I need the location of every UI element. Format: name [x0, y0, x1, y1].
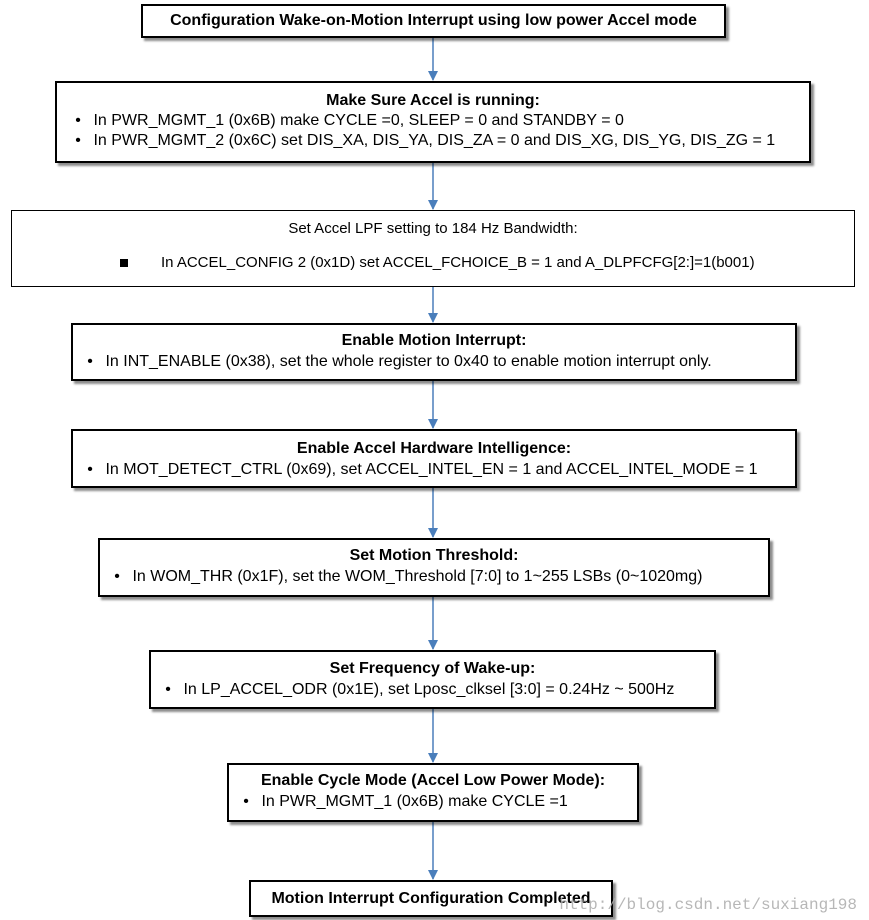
step-start-box: Configuration Wake-on-Motion Interrupt u…: [141, 4, 726, 38]
step-cycle-mode-line-1: • In PWR_MGMT_1 (0x6B) make CYCLE =1: [243, 793, 568, 810]
step-enable-interrupt-line-1: • In INT_ENABLE (0x38), set the whole re…: [87, 353, 712, 370]
step-wakeup-freq-title: Set Frequency of Wake-up:: [329, 660, 536, 677]
step-cycle-mode-title: Enable Cycle Mode (Accel Low Power Mode)…: [260, 772, 606, 789]
step-cycle-mode-box: Enable Cycle Mode (Accel Low Power Mode)…: [227, 763, 639, 822]
step-lpf-title: Set Accel LPF setting to 184 Hz Bandwidt…: [288, 220, 578, 237]
step-wakeup-freq-line-1: • In LP_ACCEL_ODR (0x1E), set Lposc_clks…: [165, 681, 675, 698]
step-hw-intelligence-box: Enable Accel Hardware Intelligence: • In…: [71, 429, 797, 488]
step-enable-interrupt-box: Enable Motion Interrupt: • In INT_ENABLE…: [71, 323, 797, 381]
step-threshold-box: Set Motion Threshold: • In WOM_THR (0x1F…: [98, 538, 770, 597]
step-lpf-box: Set Accel LPF setting to 184 Hz Bandwidt…: [11, 210, 855, 287]
step-accel-running-box: Make Sure Accel is running: • In PWR_MGM…: [55, 81, 811, 163]
step-completed-title: Motion Interrupt Configuration Completed: [271, 890, 591, 907]
step-enable-interrupt-title: Enable Motion Interrupt:: [341, 332, 527, 349]
step-accel-running-line-2: • In PWR_MGMT_2 (0x6C) set DIS_XA, DIS_Y…: [75, 132, 776, 149]
square-bullet-icon: [120, 259, 128, 268]
step-completed-box: Motion Interrupt Configuration Completed: [249, 880, 613, 917]
step-threshold-title: Set Motion Threshold:: [349, 547, 519, 564]
step-accel-running-line-1: • In PWR_MGMT_1 (0x6B) make CYCLE =0, SL…: [75, 112, 624, 129]
step-start-title: Configuration Wake-on-Motion Interrupt u…: [170, 12, 697, 29]
step-lpf-line-1: In ACCEL_CONFIG 2 (0x1D) set ACCEL_FCHOI…: [120, 254, 755, 271]
step-accel-running-title: Make Sure Accel is running:: [326, 92, 540, 109]
step-hw-intelligence-title: Enable Accel Hardware Intelligence:: [296, 440, 572, 457]
watermark: http://blog.csdn.net/suxiang198: [559, 896, 857, 914]
step-hw-intelligence-line-1: • In MOT_DETECT_CTRL (0x69), set ACCEL_I…: [87, 461, 758, 478]
step-threshold-line-1: • In WOM_THR (0x1F), set the WOM_Thresho…: [114, 568, 703, 585]
step-wakeup-freq-box: Set Frequency of Wake-up: • In LP_ACCEL_…: [149, 650, 716, 709]
